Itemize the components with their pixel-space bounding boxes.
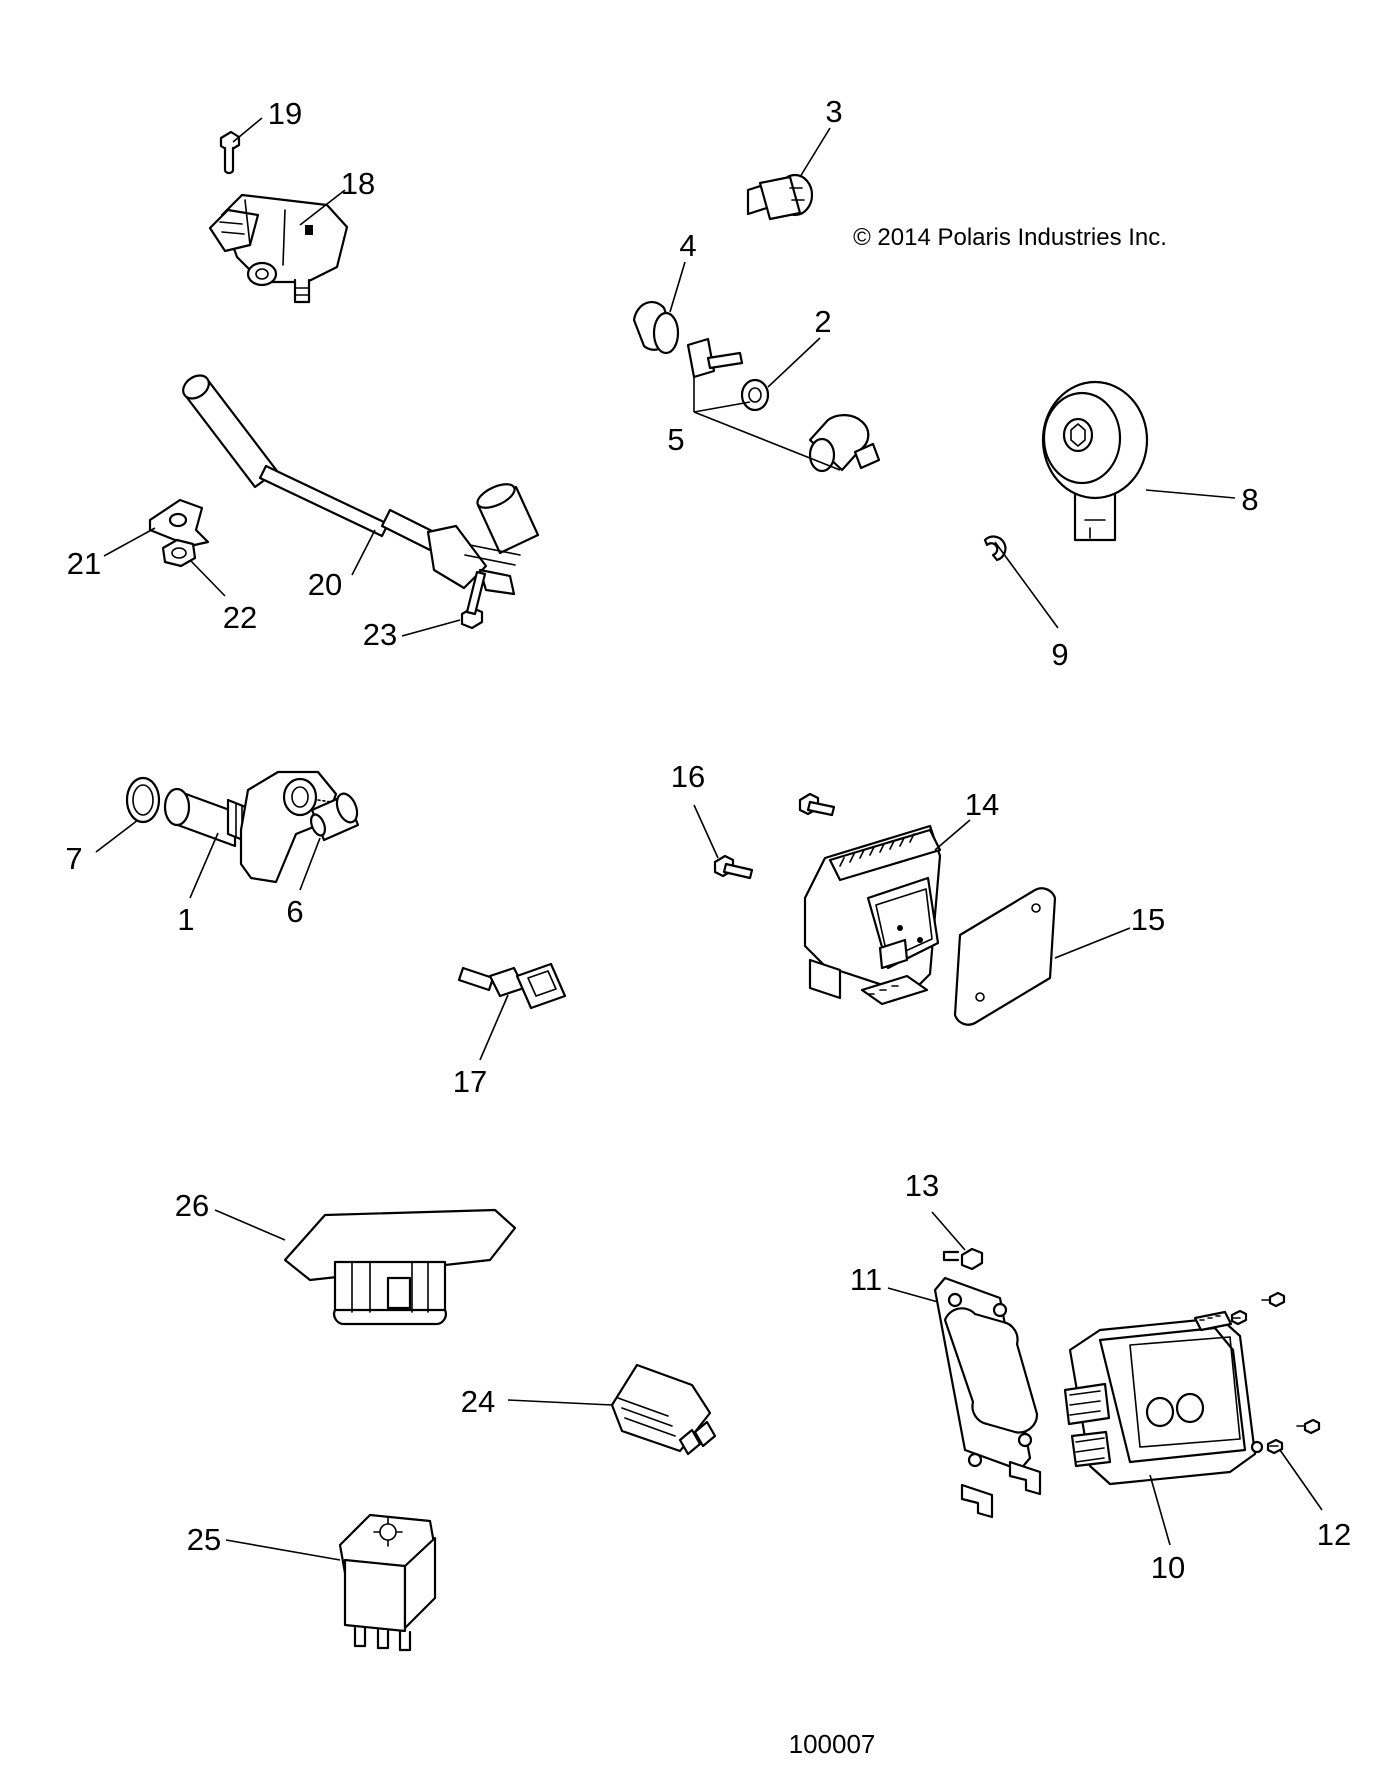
leader-23 — [401, 619, 461, 637]
part-17-temp-sensor — [457, 962, 567, 1010]
leader-25 — [225, 1539, 341, 1561]
leader-22 — [189, 559, 226, 597]
callout-11: 11 — [850, 1262, 882, 1297]
leader-20 — [351, 529, 376, 576]
part-18-map-sensor — [208, 193, 349, 304]
leader-3 — [799, 127, 831, 178]
leader-17 — [479, 994, 509, 1061]
part-26-cover — [283, 1208, 517, 1326]
part-13-bolt — [942, 1247, 984, 1271]
callout-8: 8 — [1241, 482, 1258, 517]
leader-21 — [103, 527, 156, 557]
callout-24: 24 — [461, 1384, 495, 1419]
callout-13: 13 — [905, 1168, 939, 1203]
callout-10: 10 — [1151, 1550, 1185, 1585]
callout-19: 19 — [268, 96, 302, 131]
callout-7: 7 — [65, 841, 82, 876]
leader-11 — [887, 1287, 939, 1303]
part-19-bolt — [219, 130, 241, 175]
leader-9 — [994, 541, 1059, 629]
leader-4 — [669, 261, 686, 313]
leader-13 — [931, 1211, 966, 1251]
part-4-cap — [632, 301, 680, 355]
part-1-cam-sensor — [163, 770, 338, 884]
callout-16: 16 — [671, 759, 705, 794]
leader-1 — [189, 832, 219, 899]
part-12-screws — [1230, 1291, 1321, 1455]
part-15-plate — [953, 887, 1057, 1026]
leader-18 — [299, 189, 346, 226]
callout-9: 9 — [1051, 637, 1068, 672]
callout-3: 3 — [825, 94, 842, 129]
callout-25: 25 — [187, 1522, 221, 1557]
part-25-light-switch — [338, 1513, 437, 1652]
callout-23: 23 — [363, 617, 397, 652]
callout-5: 5 — [667, 422, 684, 457]
leader-16 — [693, 804, 719, 859]
callout-1: 1 — [177, 902, 194, 937]
callout-20: 20 — [308, 567, 342, 602]
part-24-switch — [610, 1363, 717, 1456]
leader-5b — [693, 401, 751, 413]
part-16-screws — [713, 792, 836, 880]
leader-24 — [507, 1399, 613, 1406]
callout-22: 22 — [223, 600, 257, 635]
leader-10 — [1149, 1474, 1171, 1546]
part-23-bolt — [460, 570, 487, 630]
part-10-ecu — [1063, 1310, 1264, 1486]
part-6-pin — [309, 792, 360, 842]
callout-21: 21 — [67, 546, 101, 581]
leader-12 — [1279, 1449, 1323, 1511]
callout-2: 2 — [814, 304, 831, 339]
callout-6: 6 — [286, 894, 303, 929]
leader-19 — [232, 117, 263, 143]
part-3-plug — [746, 173, 814, 221]
part-8-knock-sensor — [1041, 380, 1149, 542]
part-14-housing — [803, 824, 942, 1006]
leader-6 — [299, 837, 321, 891]
part-20-speed-sensor — [182, 374, 540, 596]
callout-18: 18 — [341, 166, 375, 201]
callout-14: 14 — [965, 787, 999, 822]
callout-12: 12 — [1317, 1517, 1351, 1552]
leader-7 — [95, 819, 139, 853]
callout-26: 26 — [175, 1188, 209, 1223]
part-9-clip — [983, 535, 1007, 562]
leader-14 — [934, 819, 971, 851]
part-21-clamp — [148, 498, 210, 548]
part-7-o-ring — [125, 776, 161, 824]
leader-8 — [1145, 489, 1236, 499]
copyright-notice: © 2014 Polaris Industries Inc. — [853, 224, 1167, 251]
leader-15 — [1054, 927, 1131, 959]
diagram-code: 100007 — [789, 1729, 876, 1759]
leader-26 — [214, 1209, 286, 1241]
leader-2 — [767, 337, 821, 388]
part-5-terminal — [686, 337, 881, 473]
callout-15: 15 — [1131, 902, 1165, 937]
part-22-nut — [161, 538, 197, 568]
callout-4: 4 — [679, 228, 696, 263]
callout-17: 17 — [453, 1064, 487, 1099]
part-11-bracket — [933, 1276, 1042, 1519]
leader-5c — [693, 411, 841, 471]
